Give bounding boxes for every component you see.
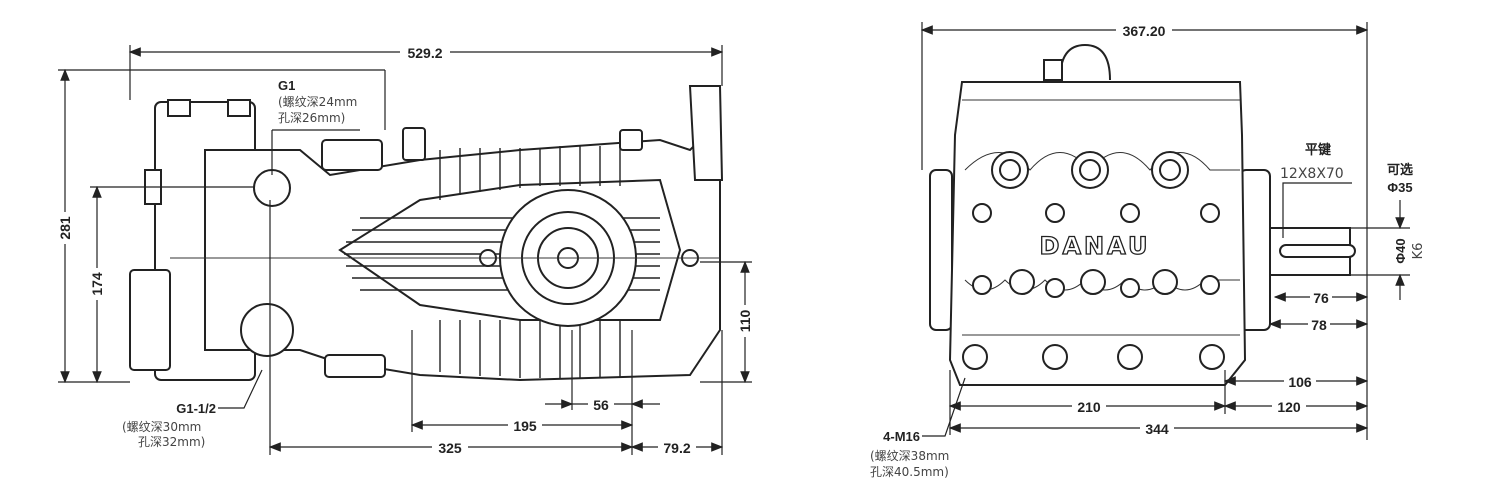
shaft-tolerance: K6 bbox=[1411, 243, 1426, 260]
shaft-key bbox=[1279, 244, 1356, 258]
port-top-note-2: 孔深26mm) bbox=[278, 111, 345, 125]
mount-note-2: 孔深40.5mm) bbox=[870, 465, 949, 479]
port-bottom-note-1: (螺纹深30mm bbox=[122, 420, 201, 434]
port-bottom-note-2: 孔深32mm) bbox=[138, 435, 205, 449]
mount-label: 4-M16 bbox=[883, 429, 920, 444]
port-bottom-label: G1-1/2 bbox=[176, 401, 216, 416]
port-top-label: G1 bbox=[278, 78, 295, 93]
lifting-eye bbox=[1059, 43, 1111, 81]
port-g1-1-2 bbox=[240, 303, 294, 357]
dim-120: 120 bbox=[1277, 399, 1301, 415]
dim-78: 78 bbox=[1311, 317, 1327, 333]
mount-note-1: (螺纹深38mm bbox=[870, 449, 949, 463]
dim-shaft-height: 110 bbox=[737, 309, 753, 332]
mount-hole bbox=[1199, 344, 1225, 370]
dim-195: 195 bbox=[513, 418, 537, 434]
dim-79-2: 79.2 bbox=[663, 440, 690, 456]
shaft-diameter: Φ40 bbox=[1393, 238, 1408, 263]
dim-106: 106 bbox=[1288, 374, 1312, 390]
dim-325: 325 bbox=[438, 440, 462, 456]
dim-outlet-height: 174 bbox=[89, 272, 105, 296]
dim-overall-width: 367.20 bbox=[1123, 23, 1166, 39]
mount-hole bbox=[962, 344, 988, 370]
side-view: 529.2 281 174 110 56 195 bbox=[57, 44, 753, 456]
dim-56: 56 bbox=[593, 397, 609, 413]
optional-diameter: Φ35 bbox=[1387, 180, 1412, 195]
dim-210: 210 bbox=[1077, 399, 1101, 415]
brand-logo: DANAU bbox=[1040, 232, 1151, 260]
dim-344: 344 bbox=[1145, 421, 1169, 437]
side-view-pump-body bbox=[129, 85, 724, 382]
dim-76: 76 bbox=[1313, 290, 1329, 306]
port-top-note-1: (螺纹深24mm bbox=[278, 95, 357, 109]
end-view: DANAU 367.20 平键 12X8X70 可选 Φ35 Φ40 K6 76… bbox=[870, 22, 1426, 479]
key-size: 12X8X70 bbox=[1280, 166, 1344, 182]
port-bottom-callout: G1-1/2 (螺纹深30mm 孔深32mm) bbox=[122, 369, 263, 449]
port-top-callout: G1 (螺纹深24mm 孔深26mm) bbox=[271, 78, 360, 175]
dim-overall-height: 281 bbox=[57, 216, 73, 240]
mount-callout: 4-M16 (螺纹深38mm 孔深40.5mm) bbox=[870, 377, 966, 479]
cooling-fins bbox=[344, 146, 660, 378]
optional-label: 可选 bbox=[1387, 162, 1413, 177]
end-view-pump-body: DANAU bbox=[929, 43, 1356, 386]
port-g1 bbox=[253, 169, 291, 207]
key-label: 平键 bbox=[1305, 142, 1331, 157]
dim-overall-length: 529.2 bbox=[407, 45, 442, 61]
